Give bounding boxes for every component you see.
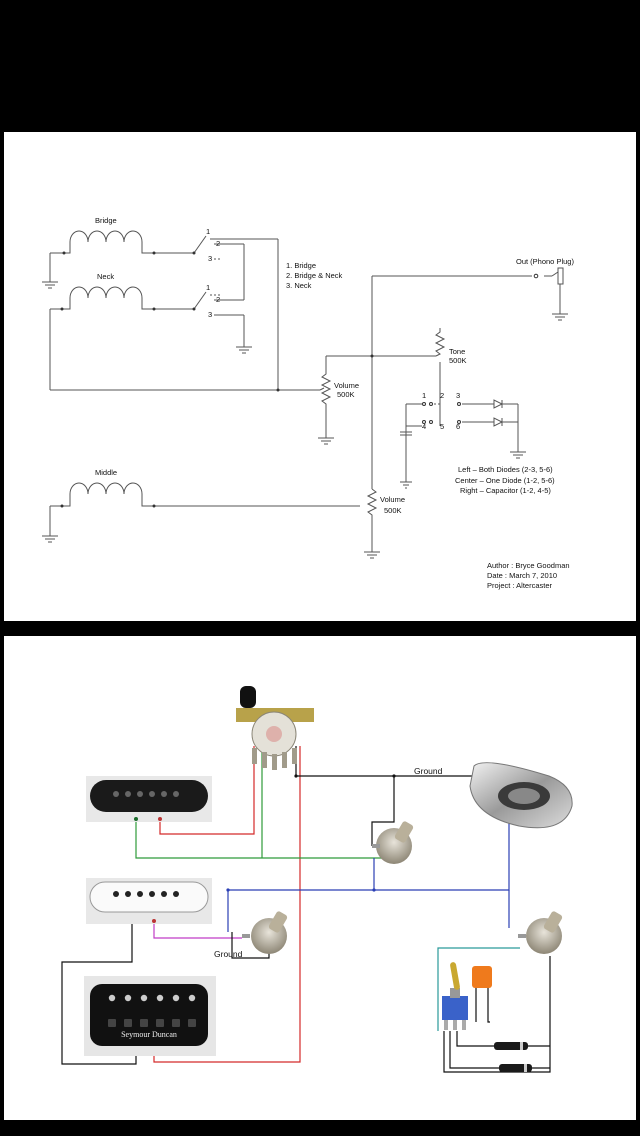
diode-1: [494, 1042, 528, 1050]
mode-right: Right – Capacitor (1-2, 4-5): [460, 486, 551, 495]
dpdt-pin-1: 1: [422, 391, 426, 400]
middle-label: Middle: [95, 468, 117, 477]
schematic-panel: Bridge Neck Middle 1 2 3 1 2 3 1. Bridge…: [4, 132, 636, 621]
neck-label: Neck: [97, 272, 114, 281]
switch1-num-2: 2: [216, 239, 220, 248]
humbucker-brand-text: Seymour Duncan: [121, 1030, 177, 1039]
schematic-diagram: Bridge Neck Middle 1 2 3 1 2 3 1. Bridge…: [42, 216, 574, 590]
switch1-num-3: 3: [208, 254, 212, 263]
tone-value: 500K: [449, 356, 467, 365]
output-label: Out (Phono Plug): [516, 257, 574, 266]
switch2-num-3: 3: [208, 310, 212, 319]
position-2: 2. Bridge & Neck: [286, 271, 343, 280]
volume2-value: 500K: [384, 506, 402, 515]
diode-2: [499, 1064, 532, 1072]
switch2-num-2: 2: [216, 295, 220, 304]
mode-center: Center – One Diode (1-2, 5-6): [455, 476, 555, 485]
bridge-coil: [64, 230, 194, 254]
date-text: Date : March 7, 2010: [487, 571, 557, 580]
position-3: 3. Neck: [286, 281, 312, 290]
volume1-value: 500K: [337, 390, 355, 399]
three-way-switch: [236, 686, 314, 770]
output-jack: [469, 762, 573, 829]
mini-toggle-switch: [442, 962, 468, 1030]
mode-left: Left – Both Diodes (2-3, 5-6): [458, 465, 553, 474]
ground-label-top: Ground: [414, 766, 443, 776]
wiring-diagram: Seymour Duncan: [61, 686, 573, 1073]
volume1-label: Volume: [334, 381, 359, 390]
humbucker-pickup: Seymour Duncan: [84, 976, 216, 1056]
volume2-label: Volume: [380, 495, 405, 504]
ground-label-bottom: Ground: [214, 949, 243, 959]
capacitor: [472, 966, 492, 988]
project-text: Project : Altercaster: [487, 581, 553, 590]
position-1: 1. Bridge: [286, 261, 316, 270]
dpdt-pin-4: 4: [422, 422, 426, 431]
switch-knob-icon: [240, 686, 256, 708]
tone-label: Tone: [449, 347, 465, 356]
neck-coil: [62, 286, 194, 310]
dpdt-pin-5: 5: [440, 422, 444, 431]
dpdt-pin-3: 3: [456, 391, 460, 400]
author-text: Author : Bryce Goodman: [487, 561, 570, 570]
tone-pot: [518, 911, 563, 954]
bridge-label: Bridge: [95, 216, 117, 225]
switch1-num-1: 1: [206, 227, 210, 236]
middle-single-coil-pickup: [86, 878, 212, 924]
volume-pot-2: [242, 911, 288, 954]
dpdt-pin-2: 2: [440, 391, 444, 400]
wiring-panel: Seymour Duncan: [4, 636, 636, 1120]
volume-pot-1: [372, 821, 414, 864]
switch2-num-1: 1: [206, 283, 210, 292]
dpdt-pin-6: 6: [456, 422, 460, 431]
bridge-single-coil-pickup: [86, 776, 212, 822]
